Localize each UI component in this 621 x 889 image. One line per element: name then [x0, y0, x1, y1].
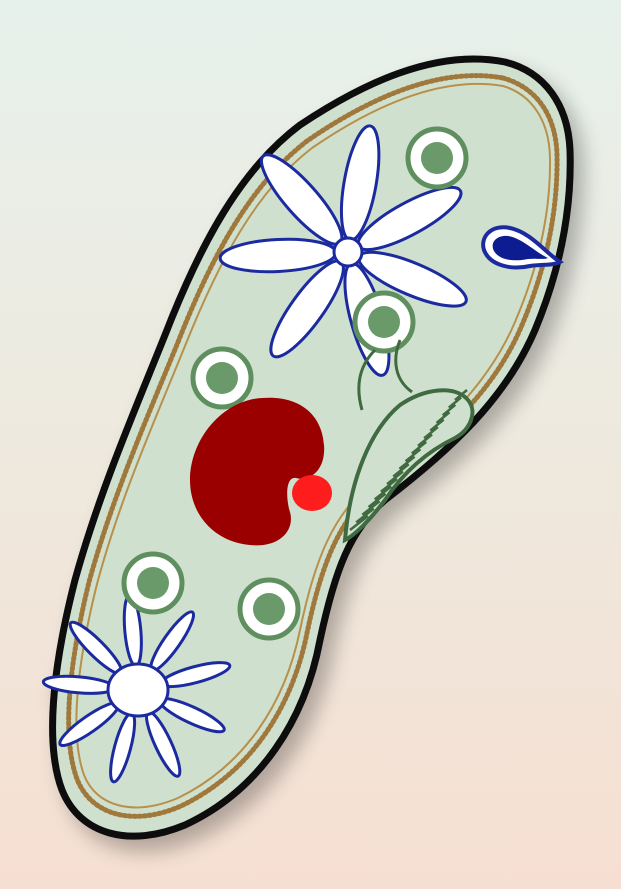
food-vacuole [240, 580, 298, 638]
food-vacuole [408, 129, 466, 187]
food-vacuole [355, 293, 413, 351]
food-vacuole [193, 349, 251, 407]
food-vacuole [124, 554, 182, 612]
micronucleus [292, 475, 332, 511]
